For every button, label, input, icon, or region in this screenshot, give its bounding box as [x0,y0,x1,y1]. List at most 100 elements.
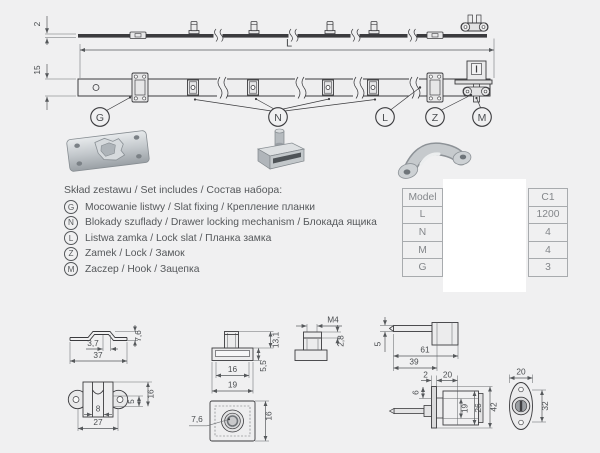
drawer-lock-block [322,79,334,96]
part-key-z: Z [64,246,78,261]
legend-item-lock-slat: L Listwa zamka / Lock slat / Планка замк… [64,231,404,246]
part-key-l: L [64,231,78,246]
legend-item-locking-mechanism: N Blokady szuflady / Drawer locking mech… [64,215,404,230]
drawer-lock-block [187,79,199,96]
dim-lock-inner-dia: 19 [460,404,470,414]
slat-fixing-plate [426,72,444,103]
callout-letter-n: N [274,112,282,124]
dim-lock-lever-thickness: 5 [373,341,383,346]
table-value-g-count: 3 [528,258,568,277]
dim-length-L: L [79,38,495,78]
break-mark [294,76,307,99]
dim-slat-thickness: 2 [32,16,76,45]
table-param-N: N [402,223,443,242]
block-front-view: 16 19 13,1 5,5 [211,331,281,394]
lock-top-view: 5 61 39 [373,317,459,371]
dim-fixing-plan-height: 16 [146,389,156,399]
callout-Z: Z [425,107,445,127]
dim-block-front-inner: 16 [228,364,238,374]
legend-label: Zamek / Lock / Замок [85,248,185,260]
dim-block-front-width: 19 [228,380,238,390]
dim-lock-total-length: 61 [420,345,430,355]
table-header-model: Model [402,188,443,207]
dim-lock-flange-thickness: 2 [423,370,428,380]
slat-fixing-photo [66,130,150,172]
dim-fixing-plan-offset: 5 [126,399,136,404]
dimension-drawings: 3,7 37 7,6 8 27 [67,315,550,442]
assembly-drawing: 2 L 15 [32,14,495,127]
dim-lock-total-height: 42 [489,402,499,412]
callout-letter-g: G [96,112,104,124]
lock-face-view: 20 32 [509,367,550,430]
table-value-m-count: 4 [528,240,568,260]
table-value-n-count: 4 [528,223,568,242]
legend-item-hook: M Zaczep / Hook / Зацепка [64,262,404,277]
table-param-M: M [402,240,443,260]
dim-label-width: 15 [32,65,42,75]
spec-table-param-column: Model L N M G [402,188,443,277]
table-param-L: L [402,205,443,225]
break-mark [288,28,299,42]
callout-letter-l: L [382,112,388,124]
drawer-lock-block [367,79,379,96]
table-value-length: 1200 [528,205,568,225]
table-whiteout [443,179,526,292]
slat-stud [324,21,336,35]
dim-slat-width: 15 [32,64,76,110]
dim-lock-lever-length: 39 [409,357,419,367]
dim-fixing-profile-inner: 3,7 [87,338,99,348]
fixing-plan-view: 8 27 5 16 [67,381,156,431]
break-mark [408,76,421,99]
dim-block-side-cap: 2,8 [336,335,346,347]
slat-fixing-plate [131,72,149,103]
callout-leaders [106,87,481,112]
legend-label: Blokady szuflady / Drawer locking mechan… [85,217,377,229]
dim-fixing-profile-height: 7,6 [133,330,143,342]
break-mark [213,28,224,42]
legend-label: Mocowanie listwy / Slat fixing / Креплен… [85,201,315,213]
dim-label-thickness: 2 [32,21,42,26]
drawer-lock-block [247,79,259,96]
callout-G: G [90,107,110,127]
callout-L: L [375,107,395,127]
dim-lock-face-width: 20 [516,367,526,377]
hook-photo [397,142,472,179]
legend-item-slat-fixing: G Mocowanie listwy / Slat fixing / Крепл… [64,200,404,214]
legend-title: Skład zestawu / Set includes / Состав на… [64,184,283,196]
dim-block-bottom-hole: 7,6 [191,414,203,424]
locking-mechanism-photo [256,128,306,170]
dim-block-bottom-height: 16 [264,411,274,421]
callout-letter-z: Z [432,112,439,124]
slat-stud [188,21,200,35]
slat-clip [426,31,444,39]
slat-stud [248,21,260,35]
dim-fixing-profile-width: 37 [93,350,103,360]
lock-slat-front-view [77,78,491,97]
leader-dots [128,86,478,101]
fixing-profile-view: 3,7 37 7,6 [69,325,143,364]
dim-fixing-plan-width: 27 [93,417,103,427]
callout-N: N [268,107,288,127]
table-param-G: G [402,258,443,277]
break-mark [407,28,418,42]
break-mark [216,76,229,99]
dim-lock-tip-offset: 6 [411,390,421,395]
callout-letter-m: M [478,112,487,124]
spec-table-value-column: C1 1200 4 4 3 [528,188,568,277]
hook-on-slat [460,14,489,32]
break-mark [350,28,361,42]
slat-clip [129,31,147,39]
lock-side-view: 2 20 6 19 26 42 [388,370,499,429]
block-bottom-view: 7,6 16 [189,400,274,442]
legend: Skład zestawu / Set includes / Состав на… [64,184,404,278]
break-mark [352,76,365,99]
block-side-view: M4 2,8 [294,315,346,361]
dim-block-front-height: 13,1 [271,332,281,349]
part-key-g: G [64,200,78,214]
lock-on-slat [454,60,493,103]
dim-lock-body-dia: 26 [473,403,483,413]
legend-label: Listwa zamka / Lock slat / Планка замка [85,232,272,244]
part-key-n: N [64,215,78,230]
table-header-c1: C1 [528,188,568,207]
